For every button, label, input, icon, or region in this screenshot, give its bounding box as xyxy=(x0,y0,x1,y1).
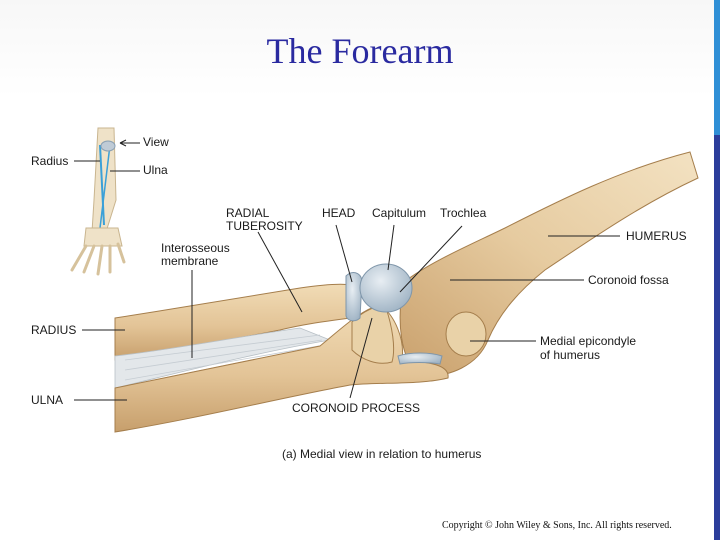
capitulum xyxy=(359,263,413,313)
label-interosseous-line1: Interosseous xyxy=(161,241,230,255)
label-trochlea: Trochlea xyxy=(440,206,487,220)
label-coronoid-process: CORONOID PROCESS xyxy=(292,401,421,415)
inset-label-view: View xyxy=(143,135,169,149)
leader-lines xyxy=(74,139,620,401)
label-interosseous-line2: membrane xyxy=(161,254,219,268)
trochlea xyxy=(397,352,443,365)
inset-label-ulna: Ulna xyxy=(143,163,168,177)
slide-side-bar-accent xyxy=(714,0,720,135)
label-radial-tuberosity-line1: RADIAL xyxy=(226,206,270,220)
coronoid-process xyxy=(351,306,395,364)
slide-title: The Forearm xyxy=(266,31,454,71)
label-medial-epicondyle-line1: Medial epicondyle xyxy=(540,334,637,348)
radial-head xyxy=(345,272,363,322)
label-radial-tuberosity-line2: TUBEROSITY xyxy=(226,219,303,233)
copyright-notice: Copyright © John Wiley & Sons, Inc. All … xyxy=(442,520,672,531)
label-head: HEAD xyxy=(322,206,356,220)
medial-epicondyle xyxy=(445,311,487,357)
slide-side-bar xyxy=(714,0,720,540)
label-medial-epicondyle-line2: of humerus xyxy=(540,348,601,362)
label-ulna: ULNA xyxy=(31,393,64,407)
label-radius: RADIUS xyxy=(31,323,77,337)
inset-arm xyxy=(70,127,126,276)
inset-label-radius: Radius xyxy=(31,154,69,168)
label-coronoid-fossa: Coronoid fossa xyxy=(588,273,669,287)
label-capitulum: Capitulum xyxy=(372,206,427,220)
label-humerus: HUMERUS xyxy=(626,229,687,243)
figure-caption: (a) Medial view in relation to humerus xyxy=(282,447,482,461)
